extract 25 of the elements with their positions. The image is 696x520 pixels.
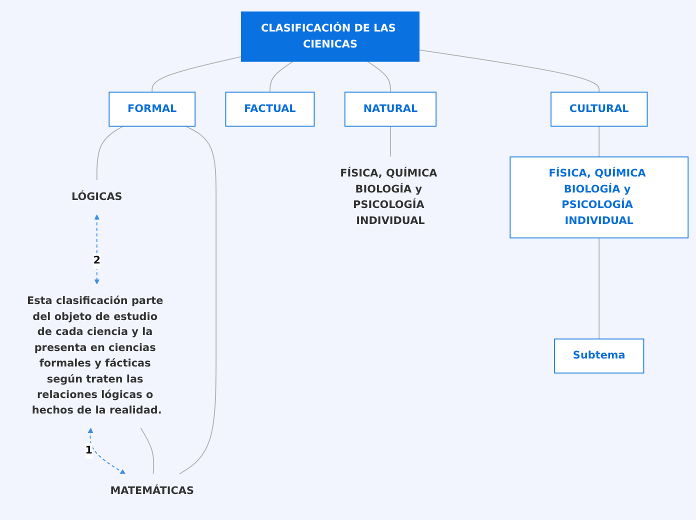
- arrow: [88, 428, 126, 474]
- node-text: MATEMÁTICAS: [110, 484, 194, 497]
- node-text: Esta clasificación parte del objeto de estudio de cada ciencia y la presenta en ciencias formales y fácticas según traten las relaciones lógicas o hechos de la realidad.: [26, 294, 164, 416]
- node-text: FÍSICA, QUÍMICA BIOLOGÍA y PSICOLOGÍA INDIVIDUAL: [340, 167, 438, 227]
- connector: [178, 126, 217, 475]
- node-box: CLASIFICACIÓN DE LAS CIENICAS: [240, 11, 420, 62]
- connector: [390, 126, 391, 158]
- node-text: LÓGICAS: [71, 190, 122, 204]
- edge-label: 2: [93, 254, 101, 267]
- node-box: FACTUAL: [225, 92, 315, 127]
- connector: [152, 56, 242, 93]
- connector: [418, 49, 600, 93]
- node-box: FORMAL: [108, 92, 196, 127]
- node-box: Subtema: [554, 338, 644, 374]
- node-box: CULTURAL: [550, 92, 648, 127]
- connector: [270, 61, 294, 93]
- node-box: NATURAL: [344, 92, 437, 127]
- connector: [598, 237, 600, 340]
- edge-label: 1: [85, 444, 93, 457]
- connector: [598, 126, 600, 158]
- connector: [140, 427, 154, 475]
- node-box: FÍSICA, QUÍMICA BIOLOGÍA y PSICOLOGÍA INDIVIDUAL: [510, 156, 689, 238]
- connector: [96, 126, 124, 181]
- connector: [367, 61, 391, 93]
- arrow: [94, 214, 100, 284]
